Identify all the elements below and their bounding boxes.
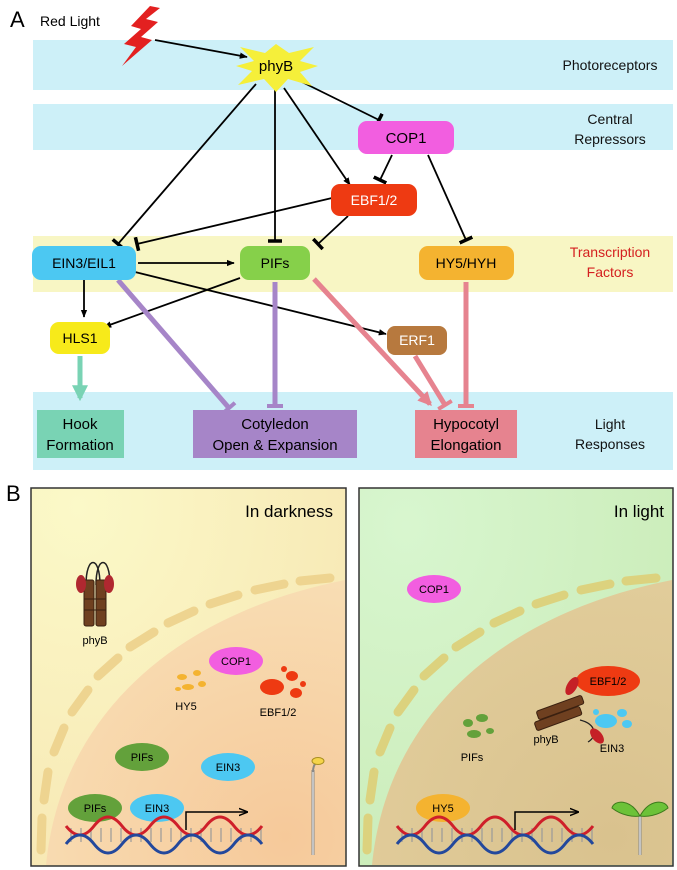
tier-label-responses-2: Responses xyxy=(575,436,645,452)
dark-dna-helix-icon xyxy=(64,815,264,855)
light-ein3-fragments xyxy=(593,709,632,728)
panel-b-light: In light COP1 EBF1/2 phyB EIN3 xyxy=(358,487,674,867)
edge-redlight-phyb xyxy=(154,39,248,59)
ebf-label: EBF1/2 xyxy=(351,192,398,208)
dark-phyb-dimer-icon xyxy=(76,562,114,627)
node-pifs: PIFs xyxy=(240,246,310,280)
dark-dna-ein3-label: EIN3 xyxy=(145,803,169,815)
dark-ein3 xyxy=(201,753,255,781)
cop1-label: COP1 xyxy=(386,130,427,147)
hypocotyl-line-2: Elongation xyxy=(431,437,502,454)
erf1-label: ERF1 xyxy=(399,332,435,348)
tier-label-transcription-1: Transcription xyxy=(570,244,650,260)
dark-transcription-arrow xyxy=(185,812,247,830)
light-cop1 xyxy=(407,575,461,603)
dark-dna-ein3 xyxy=(130,794,184,822)
edge-cop1-hy5 xyxy=(427,154,474,245)
node-phyb: phyB xyxy=(236,44,318,92)
node-ein3: EIN3/EIL1 xyxy=(32,246,136,280)
light-pifs-label: PIFs xyxy=(461,752,484,764)
response-cotyledon: Cotyledon Open & Expansion xyxy=(193,410,357,458)
light-hy5 xyxy=(416,794,470,822)
node-cop1: COP1 xyxy=(358,121,454,154)
dark-hy5-fragments xyxy=(175,670,206,691)
panel-b-label: B xyxy=(6,481,21,506)
pifs-label: PIFs xyxy=(261,255,290,271)
hls1-label: HLS1 xyxy=(62,330,97,346)
node-erf1: ERF1 xyxy=(387,326,447,355)
light-nucleus xyxy=(372,580,672,865)
dark-dna-pifs-label: PIFs xyxy=(84,803,107,815)
dark-cop1 xyxy=(209,647,263,675)
dark-nucleus xyxy=(46,580,345,865)
dark-nuclear-envelope xyxy=(36,573,335,855)
dark-ebf-fragments xyxy=(260,666,306,698)
tier-label-central-1: Central xyxy=(587,111,632,127)
light-title: In light xyxy=(614,502,664,521)
light-hy5-label: HY5 xyxy=(432,803,453,815)
edge-phyb-ebf xyxy=(283,87,351,186)
tier-label-photoreceptors: Photoreceptors xyxy=(563,57,658,73)
response-hook: Hook Formation xyxy=(37,410,124,458)
dark-phyb-label: phyB xyxy=(82,635,107,647)
dark-pifs-label: PIFs xyxy=(131,752,154,764)
light-seedling-open-icon xyxy=(611,801,669,855)
light-dna-helix-icon xyxy=(395,815,595,855)
dark-cop1-label: COP1 xyxy=(221,656,251,668)
edge-ebf-pifs xyxy=(311,215,349,251)
node-hy5: HY5/HYH xyxy=(419,246,514,280)
dark-hy5-label: HY5 xyxy=(175,701,196,713)
edge-pifs-hls1 xyxy=(103,277,241,328)
light-phyb-label: phyB xyxy=(533,734,558,746)
edge-pifs-hypocotyl xyxy=(312,277,432,407)
edge-ein3-erf1 xyxy=(134,271,387,336)
light-cop1-label: COP1 xyxy=(419,584,449,596)
cotyledon-line-1: Cotyledon xyxy=(241,416,309,433)
dark-ebf-label: EBF1/2 xyxy=(260,707,297,719)
tier-band-central xyxy=(33,104,673,150)
node-ebf: EBF1/2 xyxy=(331,184,417,216)
ein3-label: EIN3/EIL1 xyxy=(52,255,116,271)
hook-line-2: Formation xyxy=(46,437,114,454)
tier-label-transcription-2: Factors xyxy=(587,264,634,280)
tier-label-responses-1: Light xyxy=(595,416,625,432)
light-pifs-fragments xyxy=(463,714,494,738)
panel-a: A Photoreceptors Central Repressors Tran… xyxy=(10,6,673,470)
light-ein3-label: EIN3 xyxy=(600,743,624,755)
dark-ein3-label: EIN3 xyxy=(216,762,240,774)
light-transcription-arrow xyxy=(514,812,578,830)
light-ebf xyxy=(576,666,640,696)
edge-ebf-ein3 xyxy=(133,197,333,252)
dark-seedling-hook-icon xyxy=(311,757,325,855)
panel-b-dark: In darkness phyB COP1 HY5 xyxy=(30,487,347,867)
hook-line-1: Hook xyxy=(62,416,98,433)
light-nuclear-envelope xyxy=(362,573,661,855)
tier-label-central-2: Repressors xyxy=(574,131,646,147)
edge-erf1-hypocotyl xyxy=(412,354,453,411)
edge-phyb-ein3 xyxy=(111,83,257,250)
hy5-label: HY5/HYH xyxy=(436,255,497,271)
phyb-label: phyB xyxy=(259,58,293,75)
lightning-icon xyxy=(122,6,160,66)
phyb-star-icon xyxy=(236,44,318,92)
edge-phyb-cop1 xyxy=(301,81,384,128)
dark-dna-pifs xyxy=(68,794,122,822)
red-light-label: Red Light xyxy=(40,13,100,29)
panel-a-label: A xyxy=(10,7,25,32)
edge-ein3-cotyledon xyxy=(116,278,237,415)
edge-cop1-ebf xyxy=(372,154,393,185)
dark-title: In darkness xyxy=(245,502,333,521)
hypocotyl-line-1: Hypocotyl xyxy=(433,416,499,433)
node-hls1: HLS1 xyxy=(50,322,110,354)
connections xyxy=(72,39,474,415)
dark-pifs xyxy=(115,743,169,771)
cotyledon-line-2: Open & Expansion xyxy=(212,437,337,454)
light-phyb-active-icon xyxy=(534,676,604,744)
light-ebf-label: EBF1/2 xyxy=(590,676,627,688)
response-hypocotyl: Hypocotyl Elongation xyxy=(415,410,517,458)
